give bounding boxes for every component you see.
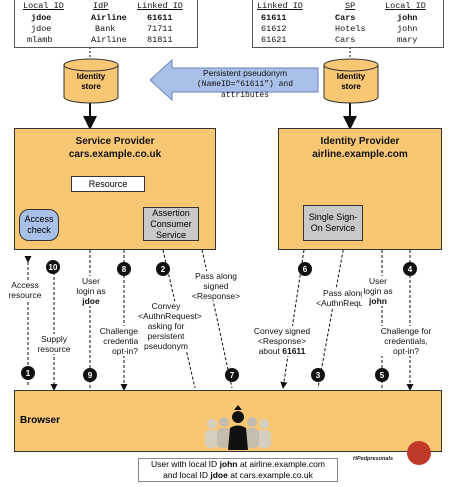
label-supply-resource: Supply resource [34, 334, 74, 354]
caption-line2: and local ID jdoe at cars.example.co.uk [139, 470, 337, 481]
identity-store-right: Identity store [336, 72, 366, 91]
browser-label: Browser [20, 415, 61, 426]
single-sign-on-service[interactable]: Single Sign-On Service [303, 205, 363, 241]
table-cell: mary [397, 35, 418, 45]
label-access-resource: Access resource [3, 280, 47, 300]
step-badge: 6 [298, 262, 312, 276]
label-convey-signed-text: Convey signed <Response> about [253, 326, 311, 356]
label-user-login-text: User login as [363, 276, 393, 296]
identity-store-left: Identity store [76, 72, 106, 91]
idp-title: Identity Provider [320, 136, 400, 147]
caption-id: john [219, 459, 238, 469]
identity-provider-box: Identity Provider airline.example.com Si… [278, 128, 442, 250]
pseudonym-line2: (NameID=“61611”) and attributes [196, 80, 293, 100]
label-convey-authn: Convey <AuthnRequest> asking for persist… [138, 301, 202, 351]
caption-id: jdoe [210, 470, 228, 480]
caption-text: User with local ID [151, 459, 218, 469]
table-header: Local ID [385, 1, 426, 11]
table-cell: Cars [335, 35, 356, 45]
label-user-login-text: User login as [76, 276, 106, 296]
table-header: Linked ID [257, 1, 303, 11]
table-cell: mlamb [27, 35, 53, 45]
table-cell: 71711 [147, 24, 173, 34]
table-cell: 61611 [261, 13, 287, 23]
assertion-consumer-service[interactable]: Assertion Consumer Service [143, 207, 199, 241]
table-cell: Airline [91, 13, 127, 23]
step-badge: 5 [375, 368, 389, 382]
pseudonym-label: Persistent pseudonym (NameID=“61611”) an… [172, 68, 318, 101]
identity-store-left-cylinder [63, 58, 119, 104]
table-header: SP [345, 1, 356, 11]
step-badge: 3 [311, 368, 325, 382]
identity-store-right-cylinder [323, 58, 379, 104]
label-user-login-jdoe: User login as jdoe [74, 276, 108, 306]
caption-text: and local ID [163, 470, 208, 480]
resource-box: Resource [71, 176, 145, 192]
table-cell: 61621 [261, 35, 287, 45]
table-cell: Airline [91, 35, 127, 45]
step-badge: 7 [225, 368, 239, 382]
label-user-login-john: User login as john [362, 276, 394, 306]
pseudonym-line1: Persistent pseudonym [202, 68, 288, 78]
table-cell: jdoe [31, 24, 52, 34]
label-convey-signed: Convey signed <Response> about 61611 [252, 326, 312, 356]
step-badge: 1 [21, 366, 35, 380]
label-user-login-id: john [369, 296, 387, 306]
step-badge: 8 [117, 262, 131, 276]
logo-text: HPedpresonals [353, 456, 394, 462]
service-provider-box: Service Provider cars.example.co.uk Reso… [14, 128, 216, 250]
user-figure-icon [205, 405, 271, 450]
step-badge: 2 [156, 262, 170, 276]
label-challenge-right: Challenge for credentials, opt-in? [380, 326, 432, 356]
label-convey-signed-id: 61611 [282, 346, 306, 356]
caption-line1: User with local ID john at airline.examp… [139, 459, 337, 470]
step-badge: 10 [46, 260, 60, 274]
sp-title: Service Provider [75, 136, 155, 147]
label-user-login-id: jdoe [82, 296, 100, 306]
caption-text: at airline.example.com [239, 459, 325, 469]
caption-text: at cars.example.co.uk [230, 470, 313, 480]
label-pass-along-response: Pass along signed <Response> [190, 271, 242, 301]
sp-linkage-table: Local ID IdP Linked ID jdoe Airline 6161… [14, 0, 198, 48]
idp-domain: airline.example.com [312, 149, 408, 160]
sp-domain: cars.example.co.uk [68, 149, 162, 160]
label-pass-along-authn: Pass along <AuthnRequest> [316, 288, 380, 308]
table-cell: Cars [335, 13, 356, 23]
table-cell: john [397, 24, 418, 34]
table-cell: john [397, 13, 418, 23]
table-header: IdP [93, 1, 109, 11]
pseudonym-arrow-icon [150, 58, 319, 102]
step-badge: 4 [403, 262, 417, 276]
table-header: Linked ID [137, 1, 183, 11]
logo-seal [407, 441, 431, 465]
step-badge: 9 [83, 368, 97, 382]
table-cell: Bank [95, 24, 116, 34]
table-cell: 81811 [147, 35, 173, 45]
access-check[interactable]: Access check [19, 209, 59, 241]
table-cell: 61611 [147, 13, 173, 23]
idp-linkage-table: Linked ID SP Local ID 61611 Cars john 61… [252, 0, 444, 48]
table-cell: Hotels [335, 24, 366, 34]
table-header: Local ID [23, 1, 64, 11]
table-cell: jdoe [31, 13, 52, 23]
user-caption: User with local ID john at airline.examp… [138, 458, 338, 482]
table-cell: 61612 [261, 24, 287, 34]
